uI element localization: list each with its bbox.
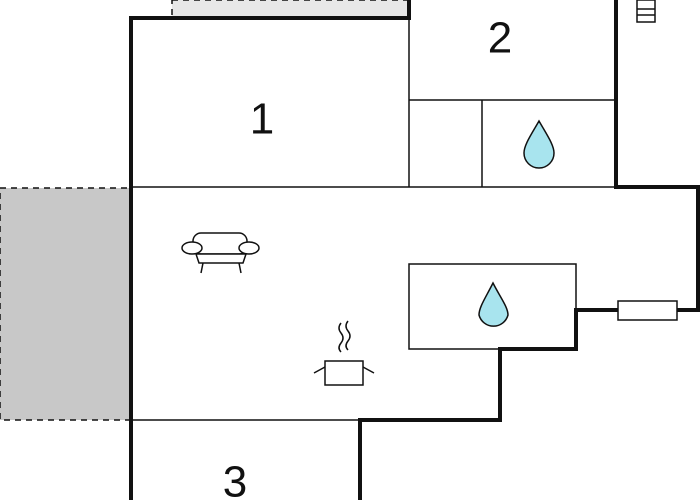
room-label-1: 1 [250,95,274,144]
room-label-3: 3 [223,458,247,500]
balcony-area [171,0,410,19]
sofa-icon [181,232,260,274]
wall-outline-south [358,308,620,500]
heater-icon [617,300,678,321]
wall-outline-east [614,0,700,312]
cooking-pot-icon [313,320,375,386]
water-drop-icon [478,281,509,327]
exterior-walls [129,0,700,500]
wall-outline-west [129,0,411,500]
water-drop-icon [523,119,555,169]
terrace-area [0,187,132,421]
window-icon [636,0,656,23]
interior-walls [131,18,616,421]
room-label-2: 2 [488,14,512,63]
